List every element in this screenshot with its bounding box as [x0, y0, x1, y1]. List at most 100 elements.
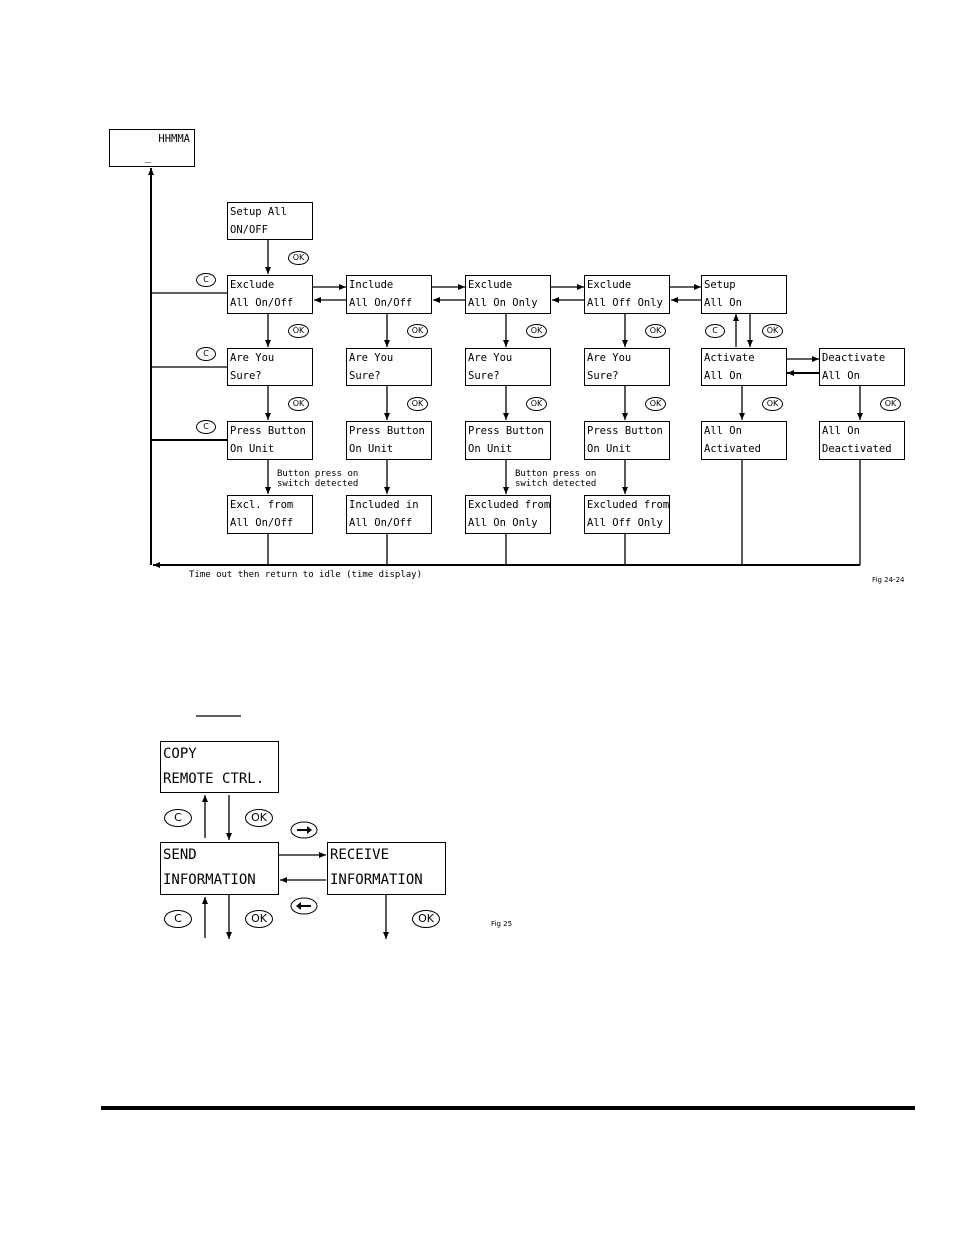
all-on-activated-box: All On Activated — [701, 421, 787, 460]
c-key-icon: C — [196, 420, 216, 434]
ok-key-icon: OK — [245, 910, 273, 928]
are-you-sure-box: Are You Sure? — [465, 348, 551, 386]
box-line1: Exclude — [468, 279, 513, 291]
box-line2: Sure? — [468, 370, 500, 382]
c-key-icon: C — [196, 273, 216, 287]
left-arrow-key-icon — [290, 897, 318, 915]
box-line2: Sure? — [349, 370, 381, 382]
box-line1: Excluded from — [587, 499, 670, 511]
box-line2: REMOTE CTRL. — [163, 771, 265, 787]
excluded-from-all-off-only-box: Excluded from All Off Only — [584, 495, 670, 534]
ok-key-icon: OK — [526, 397, 547, 411]
idle-time-display: HHMMA _ — [109, 129, 195, 167]
box-line2: All On Only — [468, 517, 538, 529]
box-line1: Are You — [349, 352, 394, 364]
box-line2: Activated — [704, 443, 761, 455]
box-line2: On Unit — [349, 443, 394, 455]
include-all-on-off-box: Include All On/Off — [346, 275, 432, 314]
box-line1: Exclude — [230, 279, 275, 291]
send-information-box: SEND INFORMATION — [160, 842, 279, 895]
box-line1: Activate — [704, 352, 755, 364]
setup-all-on-box: Setup All On — [701, 275, 787, 314]
box-line1: Are You — [468, 352, 513, 364]
ok-key-icon: OK — [288, 397, 309, 411]
box-line1: Press Button — [587, 425, 663, 437]
ok-key-icon: OK — [526, 324, 547, 338]
box-line2: All On Only — [468, 297, 538, 309]
box-line1: All On — [704, 425, 742, 437]
receive-information-box: RECEIVE INFORMATION — [327, 842, 446, 895]
box-line1: Excl. from — [230, 499, 294, 511]
box-line1: COPY — [163, 746, 197, 762]
box-line2: All On/Off — [230, 297, 294, 309]
box-line2: All On — [704, 297, 742, 309]
box-line1: Press Button — [468, 425, 544, 437]
all-on-deactivated-box: All On Deactivated — [819, 421, 905, 460]
note-line1: Button press on — [277, 469, 359, 479]
box-line1: SEND — [163, 847, 197, 863]
ok-key-icon: OK — [412, 910, 440, 928]
box-line2: All Off Only — [587, 517, 663, 529]
box-line1: Setup All — [230, 206, 287, 218]
box-line2: Sure? — [230, 370, 262, 382]
activate-all-on-box: Activate All On — [701, 348, 787, 386]
box-line1: Excluded from — [468, 499, 551, 511]
ok-key-icon: OK — [407, 324, 428, 338]
box-line1: Included in — [349, 499, 419, 511]
ok-key-icon: OK — [288, 251, 309, 265]
box-line2: INFORMATION — [330, 872, 423, 888]
box-line2: On Unit — [230, 443, 275, 455]
c-key-icon: C — [164, 809, 192, 827]
idle-line1: HHMMA — [158, 133, 190, 145]
idle-line2: _ — [145, 151, 152, 163]
exclude-all-on-off-box: Exclude All On/Off — [227, 275, 313, 314]
box-line2: Deactivated — [822, 443, 892, 455]
ok-key-icon: OK — [407, 397, 428, 411]
ok-key-icon: OK — [762, 397, 783, 411]
press-button-box: Press Button On Unit — [465, 421, 551, 460]
exclude-all-on-only-box: Exclude All On Only — [465, 275, 551, 314]
are-you-sure-box: Are You Sure? — [584, 348, 670, 386]
box-line2: All On/Off — [349, 297, 413, 309]
press-button-box: Press Button On Unit — [346, 421, 432, 460]
button-press-note: Button press on switch detected — [277, 469, 358, 489]
box-line1: Are You — [587, 352, 632, 364]
press-button-box: Press Button On Unit — [227, 421, 313, 460]
box-line1: All On — [822, 425, 860, 437]
c-key-icon: C — [196, 347, 216, 361]
note-line1: Button press on — [515, 469, 597, 479]
deactivate-all-on-box: Deactivate All On — [819, 348, 905, 386]
box-line1: Are You — [230, 352, 275, 364]
note-line2: switch detected — [277, 479, 359, 489]
note-line2: switch detected — [515, 479, 597, 489]
included-in-all-on-off-box: Included in All On/Off — [346, 495, 432, 534]
right-arrow-key-icon — [290, 821, 318, 839]
box-line2: INFORMATION — [163, 872, 256, 888]
ok-key-icon: OK — [645, 397, 666, 411]
ok-key-icon: OK — [762, 324, 783, 338]
button-press-note: Button press on switch detected — [515, 469, 596, 489]
ok-key-icon: OK — [645, 324, 666, 338]
c-key-icon: C — [164, 910, 192, 928]
are-you-sure-box: Are You Sure? — [346, 348, 432, 386]
box-line2: On Unit — [468, 443, 513, 455]
box-line2: All Off Only — [587, 297, 663, 309]
box-line2: All On/Off — [349, 517, 413, 529]
box-line1: Press Button — [349, 425, 425, 437]
excl-from-all-on-off-box: Excl. from All On/Off — [227, 495, 313, 534]
excluded-from-all-on-only-box: Excluded from All On Only — [465, 495, 551, 534]
copy-remote-ctrl-box: COPY REMOTE CTRL. — [160, 741, 279, 793]
exclude-all-off-only-box: Exclude All Off Only — [584, 275, 670, 314]
ok-key-icon: OK — [288, 324, 309, 338]
c-key-icon: C — [705, 324, 725, 338]
box-line2: All On — [822, 370, 860, 382]
setup-all-box: Setup All ON/OFF — [227, 202, 313, 240]
box-line2: On Unit — [587, 443, 632, 455]
timeout-note: Time out then return to idle (time displ… — [189, 570, 422, 580]
press-button-box: Press Button On Unit — [584, 421, 670, 460]
are-you-sure-box: Are You Sure? — [227, 348, 313, 386]
box-line1: Press Button — [230, 425, 306, 437]
box-line1: Deactivate — [822, 352, 886, 364]
box-line2: Sure? — [587, 370, 619, 382]
